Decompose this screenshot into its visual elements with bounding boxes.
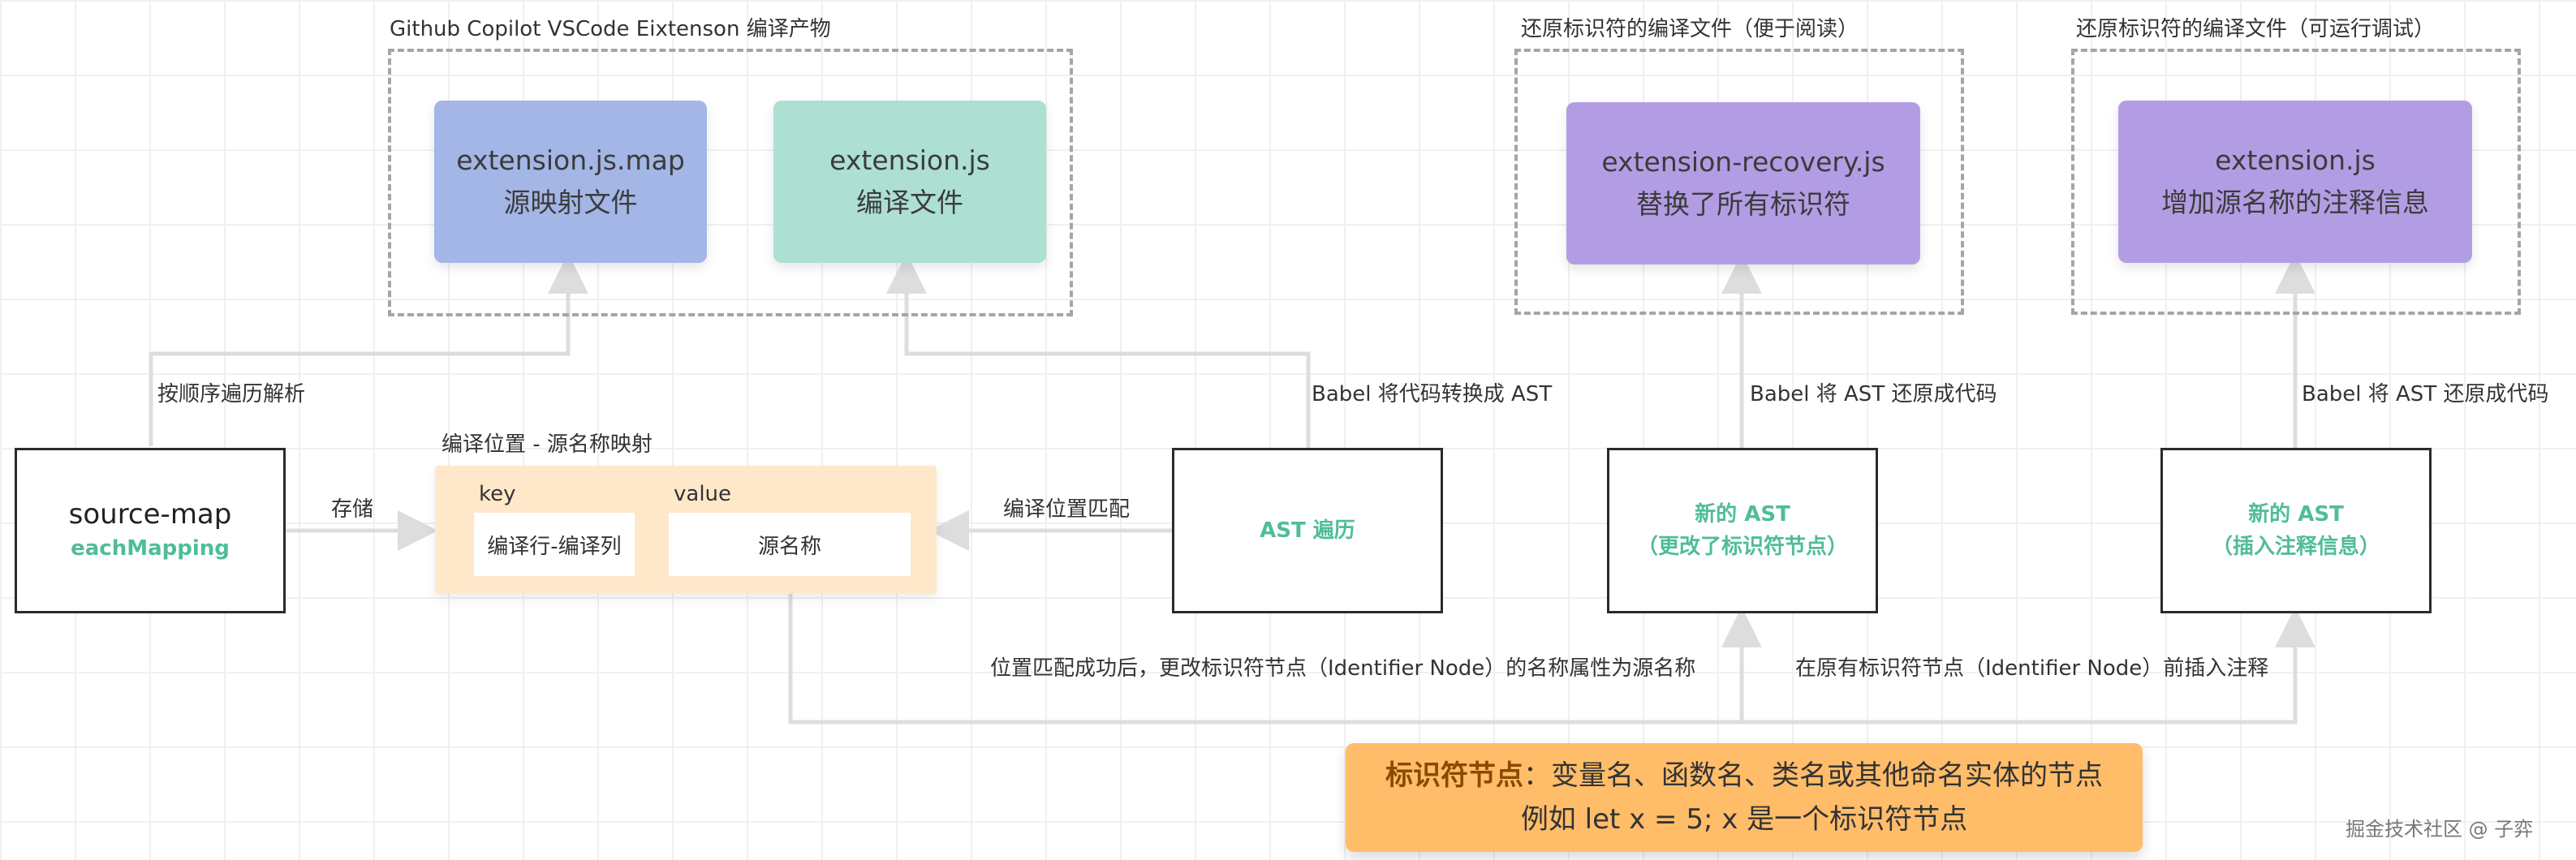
- tile-sourcemap-file: extension.js.map 源映射文件: [434, 101, 707, 263]
- tile-compiled-file-name: extension.js: [829, 144, 990, 176]
- tile-annotated-file-name: extension.js: [2215, 144, 2376, 176]
- tile-compiled-file-desc: 编译文件: [856, 187, 963, 218]
- node-new-ast-renamed: 新的 AST （更改了标识符节点）: [1607, 448, 1878, 613]
- edge-label-babel-to-ast: Babel 将代码转换成 AST: [1312, 382, 1553, 406]
- mapping-table: key value 编译行-编译列 源名称: [435, 466, 937, 594]
- group-readable-caption: 还原标识符的编译文件（便于阅读）: [1521, 17, 1859, 41]
- group-runnable-output: [2071, 49, 2521, 315]
- mapping-value-cell: 源名称: [669, 513, 911, 576]
- identifier-node-note-line-1: 标识符节点：变量名、函数名、类名或其他命名实体的节点: [1385, 754, 2103, 798]
- mapping-caption: 编译位置 - 源名称映射: [442, 432, 653, 457]
- edge-label-insert-comment: 在原有标识符节点（Identifier Node）前插入注释: [1795, 656, 2269, 681]
- node-source-map: source-map eachMapping: [15, 448, 286, 613]
- node-new-ast-renamed-title: 新的 AST: [1695, 502, 1790, 527]
- watermark: 掘金技术社区 @ 子弈: [2346, 818, 2534, 841]
- node-new-ast-annotated-subtitle: （插入注释信息）: [2211, 535, 2380, 559]
- tile-annotated-file: extension.js 增加源名称的注释信息: [2118, 101, 2472, 263]
- identifier-node-definition: ：变量名、函数名、类名或其他命名实体的节点: [1523, 759, 2103, 792]
- node-new-ast-annotated: 新的 AST （插入注释信息）: [2160, 448, 2432, 613]
- tile-recovery-file: extension-recovery.js 替换了所有标识符: [1566, 102, 1920, 264]
- identifier-node-note: 标识符节点：变量名、函数名、类名或其他命名实体的节点 例如 let x = 5;…: [1346, 743, 2143, 852]
- node-source-map-subtitle: eachMapping: [71, 536, 230, 561]
- edge-label-babel-restore-recovery: Babel 将 AST 还原成代码: [1750, 382, 1997, 406]
- edge-ast-to-compiled: [886, 253, 1311, 448]
- group-readable-output: [1514, 49, 1964, 315]
- mapping-value-header: value: [674, 482, 732, 506]
- node-source-map-title: source-map: [68, 498, 232, 531]
- mapping-key-cell: 编译行-编译列: [474, 513, 635, 576]
- group-copilot-output: [388, 49, 1073, 316]
- identifier-node-term: 标识符节点: [1385, 759, 1523, 792]
- node-new-ast-renamed-subtitle: （更改了标识符节点）: [1636, 535, 1848, 559]
- node-new-ast-annotated-title: 新的 AST: [2248, 502, 2344, 527]
- group-copilot-caption: Github Copilot VSCode Eixtenson 编译产物: [390, 17, 831, 41]
- tile-sourcemap-file-name: extension.js.map: [456, 144, 685, 176]
- tile-recovery-file-desc: 替换了所有标识符: [1636, 188, 1850, 220]
- edge-sourcemap-to-mapfile: [149, 253, 588, 446]
- edge-label-rename-after-match: 位置匹配成功后，更改标识符节点（Identifier Node）的名称属性为源名…: [990, 656, 1696, 681]
- node-ast-traverse-title: AST 遍历: [1260, 518, 1355, 543]
- mapping-key-header: key: [479, 482, 516, 506]
- group-runnable-caption: 还原标识符的编译文件（可运行调试）: [2076, 17, 2436, 41]
- edge-label-position-match: 编译位置匹配: [1003, 497, 1131, 522]
- node-ast-traverse: AST 遍历: [1172, 448, 1443, 613]
- tile-recovery-file-name: extension-recovery.js: [1601, 146, 1885, 178]
- edge-label-parse-in-order: 按顺序遍历解析: [157, 382, 306, 406]
- tile-annotated-file-desc: 增加源名称的注释信息: [2161, 187, 2429, 218]
- edge-label-store: 存储: [331, 497, 374, 522]
- edge-label-babel-restore-annotated: Babel 将 AST 还原成代码: [2302, 382, 2549, 406]
- edge-sourcename-to-annotated: [1742, 607, 2315, 725]
- tile-compiled-file: extension.js 编译文件: [773, 101, 1046, 263]
- tile-sourcemap-file-desc: 源映射文件: [503, 187, 638, 218]
- identifier-node-example: 例如 let x = 5; x 是一个标识符节点: [1520, 803, 1968, 836]
- edge-sourcename-to-renamed: [788, 578, 1762, 725]
